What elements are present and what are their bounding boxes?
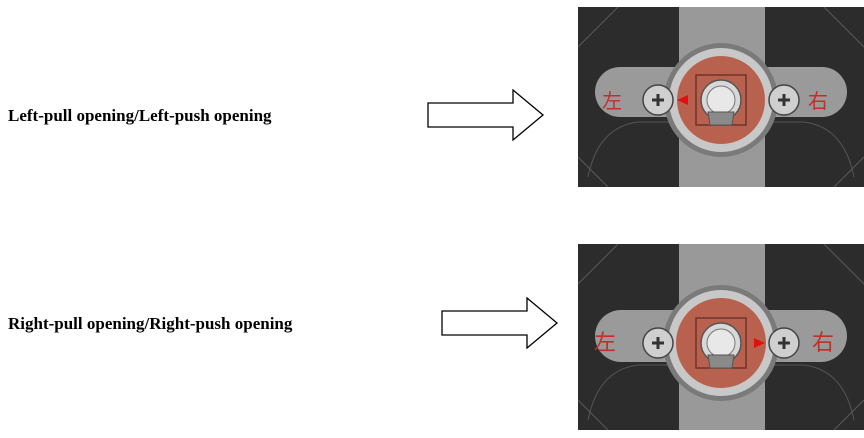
arrow-right-icon bbox=[441, 297, 559, 349]
chinese-char-right: 右 bbox=[808, 89, 828, 113]
lock-photo-left bbox=[578, 7, 864, 187]
chinese-char-left: 左 bbox=[594, 331, 617, 356]
arrow-right-icon bbox=[427, 89, 545, 141]
chinese-char-left: 左 bbox=[602, 89, 622, 113]
row-label-right: Right-pull opening/Right-push opening bbox=[8, 314, 293, 333]
chinese-char-right: 右 bbox=[812, 331, 835, 356]
lock-photo-right bbox=[578, 244, 864, 430]
row-label-left: Left-pull opening/Left-push opening bbox=[8, 106, 272, 125]
